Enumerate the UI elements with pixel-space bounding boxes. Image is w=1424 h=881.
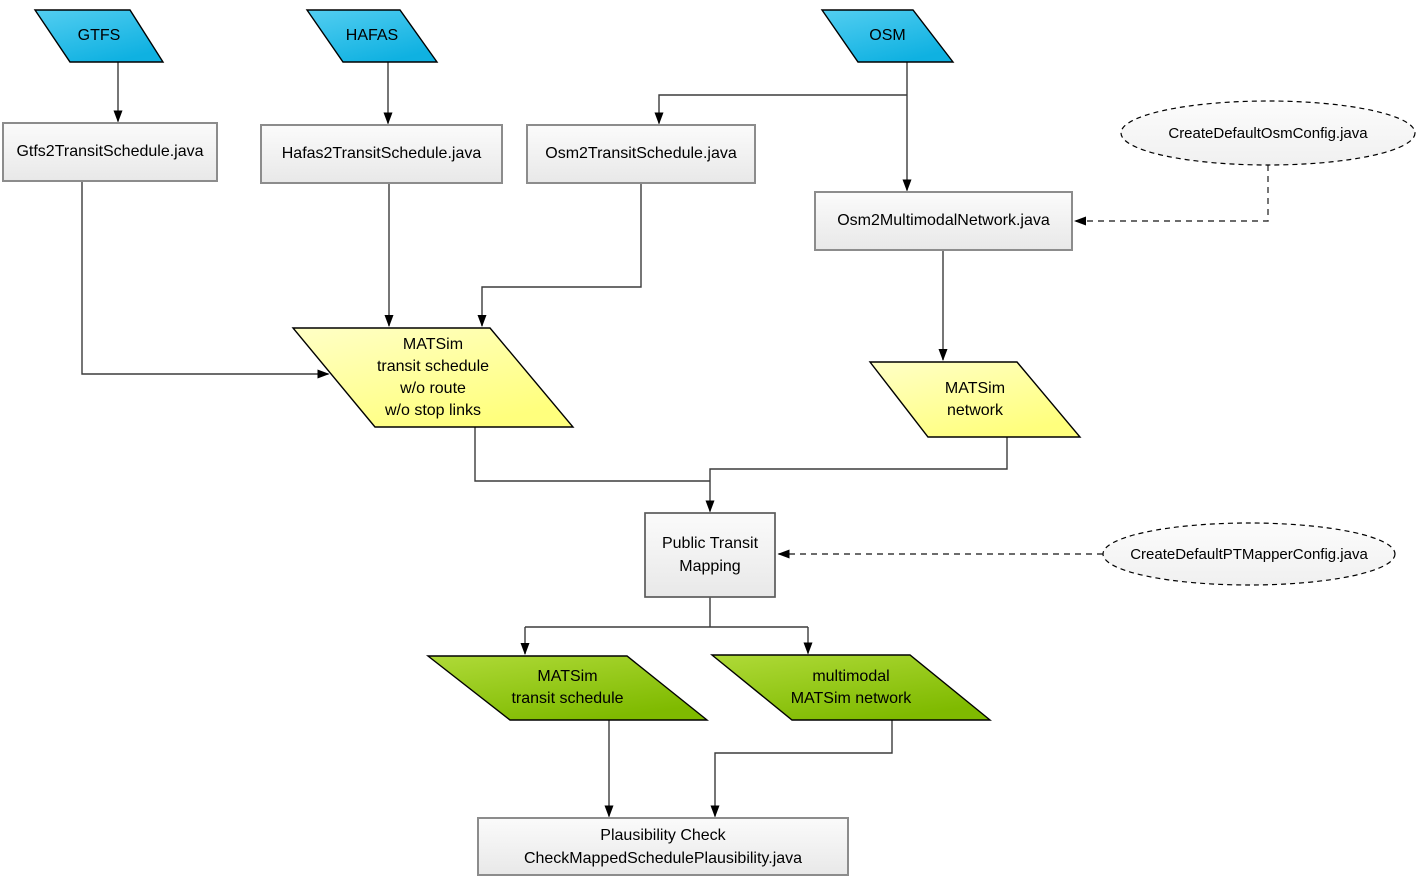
- node-matsim-network: [868, 361, 1082, 438]
- node-gtfs2transitschedule: [2, 122, 218, 182]
- edge-osm2ts-to-schedule: [477, 183, 642, 327]
- node-createdefaultptmapperconfig: [1102, 522, 1396, 586]
- node-matsim-transit-schedule-unmapped: [291, 327, 575, 428]
- node-osm2transitschedule: [526, 124, 756, 184]
- node-createdefaultosmconfig: [1120, 100, 1416, 166]
- edge-gtfs2ts-to-schedule: [81, 181, 330, 379]
- edge-multimodal-network-to-plausibility: [710, 720, 893, 818]
- edge-network-to-ptm: [705, 437, 1008, 513]
- edges: [81, 62, 1269, 818]
- edge-osm-to-osm2ts: [654, 94, 907, 125]
- node-plausibility-check: [477, 817, 849, 876]
- edge-schedule-to-ptm: [474, 427, 710, 482]
- edge-osmconfig-to-osm2mn: [1074, 165, 1269, 226]
- node-hafas2transitschedule: [260, 124, 503, 184]
- node-osm2multimodalnetwork: [814, 191, 1073, 251]
- node-osm: [820, 9, 955, 63]
- node-gtfs: [33, 9, 165, 63]
- node-hafas: [305, 9, 439, 63]
- node-matsim-transit-schedule-mapped: [425, 655, 709, 721]
- node-multimodal-matsim-network: [710, 654, 992, 721]
- node-public-transit-mapping: [644, 512, 776, 598]
